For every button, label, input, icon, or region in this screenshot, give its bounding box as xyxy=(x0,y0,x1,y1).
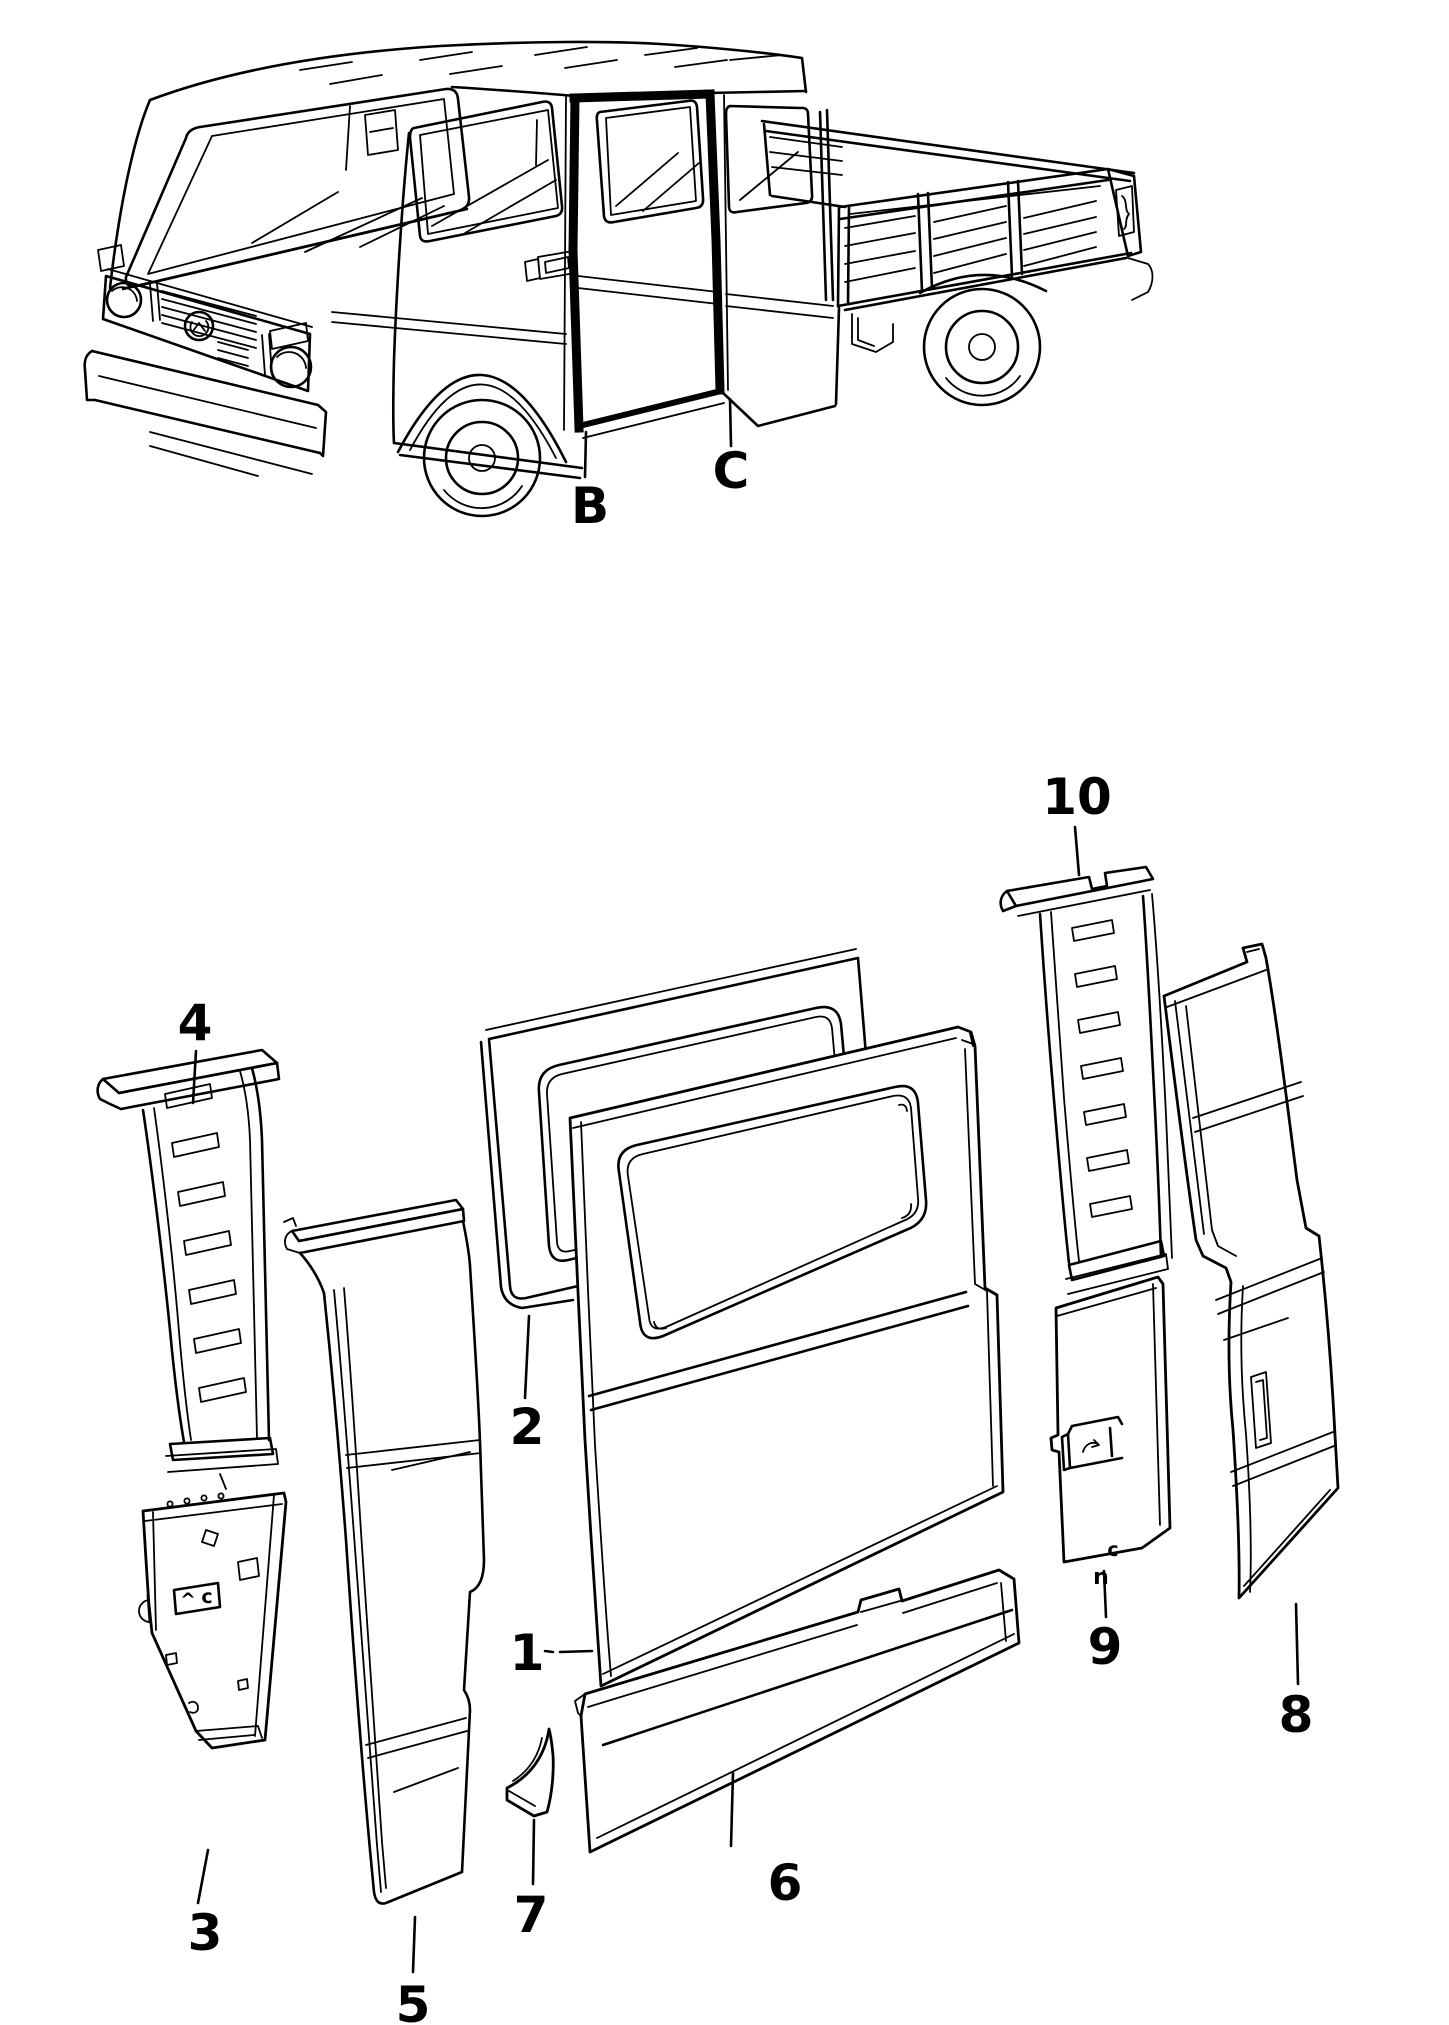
part-3-mark-c: c xyxy=(201,1586,212,1608)
callout-part-10[interactable]: 10 xyxy=(1042,768,1112,877)
part-5-b-pillar-outer xyxy=(283,1198,486,1905)
vw-emblem xyxy=(183,310,215,342)
door-handle xyxy=(524,250,576,282)
callout-label-6[interactable]: 6 xyxy=(768,1854,803,1912)
b-pillar-edge xyxy=(568,93,584,433)
callout-part-7[interactable]: 7 xyxy=(514,1818,549,1944)
grille-slats xyxy=(161,290,257,349)
part-9-mark-n: n xyxy=(1093,1565,1109,1590)
callout-part-3[interactable]: 3 xyxy=(188,1848,223,1962)
part-3-pillar-inner-lower: ^ c xyxy=(138,1491,288,1750)
callout-label-8[interactable]: 8 xyxy=(1279,1686,1314,1744)
part-3-mark-chevron: ^ xyxy=(180,1589,196,1611)
grille xyxy=(101,274,312,393)
front-door xyxy=(331,100,576,445)
part-9-latch-plate xyxy=(1060,1415,1124,1472)
part-4-pillar-reinforcement-upper xyxy=(96,1048,281,1490)
front-wheel xyxy=(396,373,568,518)
windshield xyxy=(124,87,471,288)
callout-b-pillar[interactable]: B xyxy=(571,430,609,535)
callout-label-3[interactable]: 3 xyxy=(188,1904,223,1962)
door-top-edge xyxy=(569,89,715,103)
truck-overview: B C xyxy=(83,40,1154,535)
rear-door-window xyxy=(595,99,705,224)
truck-cab xyxy=(83,40,841,480)
part-1-door-outer-panel xyxy=(568,1025,1005,1688)
part-10-pillar-reinforcement-upper xyxy=(999,865,1173,1295)
turn-signal-right xyxy=(269,322,309,350)
headlight-left xyxy=(105,281,143,319)
exploded-parts-view: ^ c xyxy=(96,768,1340,2025)
callout-label-B[interactable]: B xyxy=(571,477,609,535)
door-bottom-edge xyxy=(575,387,725,430)
callout-label-9[interactable]: 9 xyxy=(1088,1618,1123,1676)
callout-part-4[interactable]: 4 xyxy=(178,994,213,1105)
callout-part-9[interactable]: 9 xyxy=(1088,1569,1123,1676)
callout-label-2[interactable]: 2 xyxy=(510,1398,545,1456)
callout-c-pillar[interactable]: C xyxy=(713,397,750,500)
callout-label-C[interactable]: C xyxy=(713,442,750,500)
headlight-right xyxy=(269,345,313,389)
callout-label-10[interactable]: 10 xyxy=(1042,768,1112,826)
callout-label-1[interactable]: 1 xyxy=(510,1624,545,1682)
front-bumper xyxy=(83,349,328,477)
callout-part-1[interactable]: 1 xyxy=(510,1624,594,1682)
highlighted-rear-door xyxy=(568,89,725,439)
part-7-corner-bracket xyxy=(505,1727,555,1818)
callout-part-8[interactable]: 8 xyxy=(1279,1602,1314,1744)
part-3-badge-plate xyxy=(172,1581,222,1616)
c-pillar-edge xyxy=(705,89,725,395)
part-6-sill-panel xyxy=(574,1568,1021,1854)
callout-part-2[interactable]: 2 xyxy=(510,1314,545,1456)
flatbed xyxy=(760,119,1154,353)
part-8-c-pillar-outer xyxy=(1162,942,1340,1600)
part-callouts: 1 2 3 4 5 6 7 xyxy=(178,768,1314,2025)
callout-label-4[interactable]: 4 xyxy=(178,994,213,1052)
callout-label-5[interactable]: 5 xyxy=(396,1976,431,2025)
callout-label-7[interactable]: 7 xyxy=(514,1886,549,1944)
turn-signal-left xyxy=(97,244,125,272)
part-9-mark-c: c xyxy=(1107,1539,1118,1561)
part-9-pillar-inner-lower: c n xyxy=(1049,1275,1172,1590)
callout-part-5[interactable]: 5 xyxy=(396,1915,431,2025)
callout-part-6[interactable]: 6 xyxy=(729,1771,803,1912)
rear-wheel xyxy=(922,287,1042,407)
